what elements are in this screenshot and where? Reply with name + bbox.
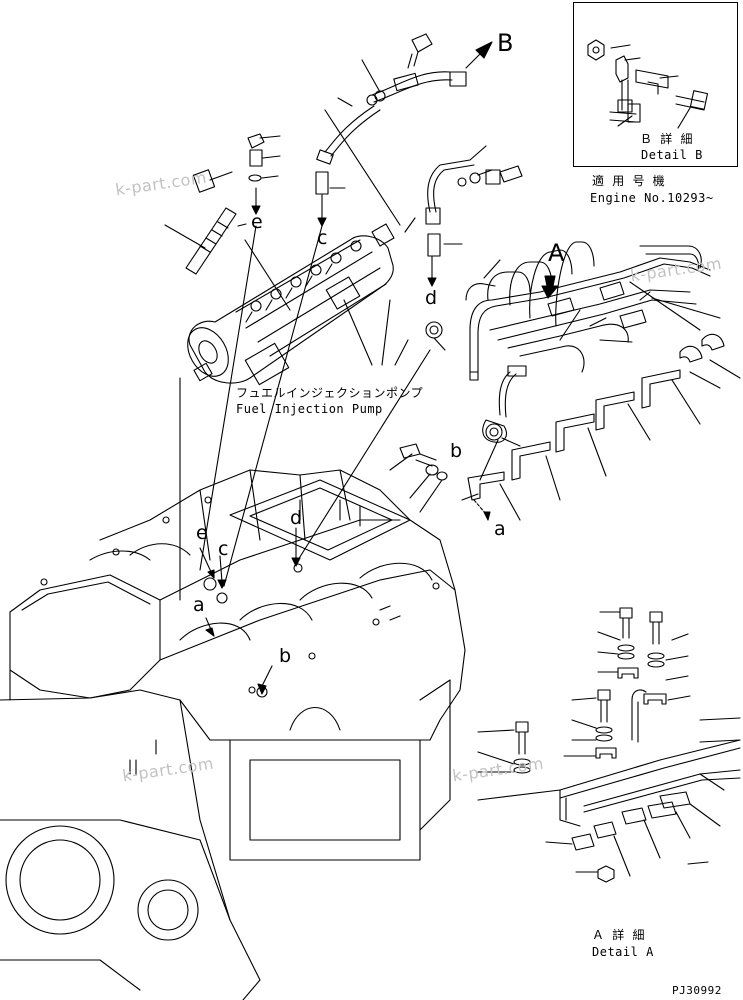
pump-name-en: Fuel Injection Pump: [236, 402, 383, 416]
drawing-number: PJ30992: [672, 984, 722, 997]
callout-a-engine: a: [193, 594, 205, 616]
callout-d-upper: d: [425, 287, 438, 309]
callout-b-engine: b: [279, 645, 292, 667]
detail-b-title-jp: Ｂ 詳 細: [640, 132, 693, 146]
callout-e-engine: e: [196, 522, 208, 544]
engine-block: [0, 225, 466, 1000]
detail-a-title-en: Detail A: [592, 945, 654, 959]
callout-b-upper: b: [450, 440, 463, 462]
fuel-line-d: [425, 145, 523, 351]
view-marker-a: A: [548, 239, 565, 267]
callout-e-upper: e: [251, 211, 263, 233]
pipe-clamps-stays: [389, 333, 741, 521]
pump-name-jp: フュエルインジェクションポンプ: [236, 386, 424, 400]
detail-a-title-jp: Ａ 詳 細: [592, 928, 645, 942]
injection-pipes: [465, 241, 721, 481]
callout-c-upper: c: [317, 227, 328, 249]
view-marker-b: B: [497, 29, 514, 57]
applicability-engine-no: Engine No.10293~: [590, 191, 714, 205]
callout-a-upper: a: [494, 518, 506, 540]
detail-b-title-en: Detail B: [641, 148, 703, 162]
fuel-hose-assembly: [315, 33, 493, 233]
detail-a-parts: [477, 607, 741, 883]
callout-d-engine: d: [290, 507, 303, 529]
nozzle-holder: [164, 133, 281, 275]
applicability-label-jp: 適 用 号 機: [592, 174, 666, 188]
detail-b-parts: [587, 39, 709, 129]
detail-b-frame: [573, 2, 738, 167]
callout-c-engine: c: [218, 538, 229, 560]
